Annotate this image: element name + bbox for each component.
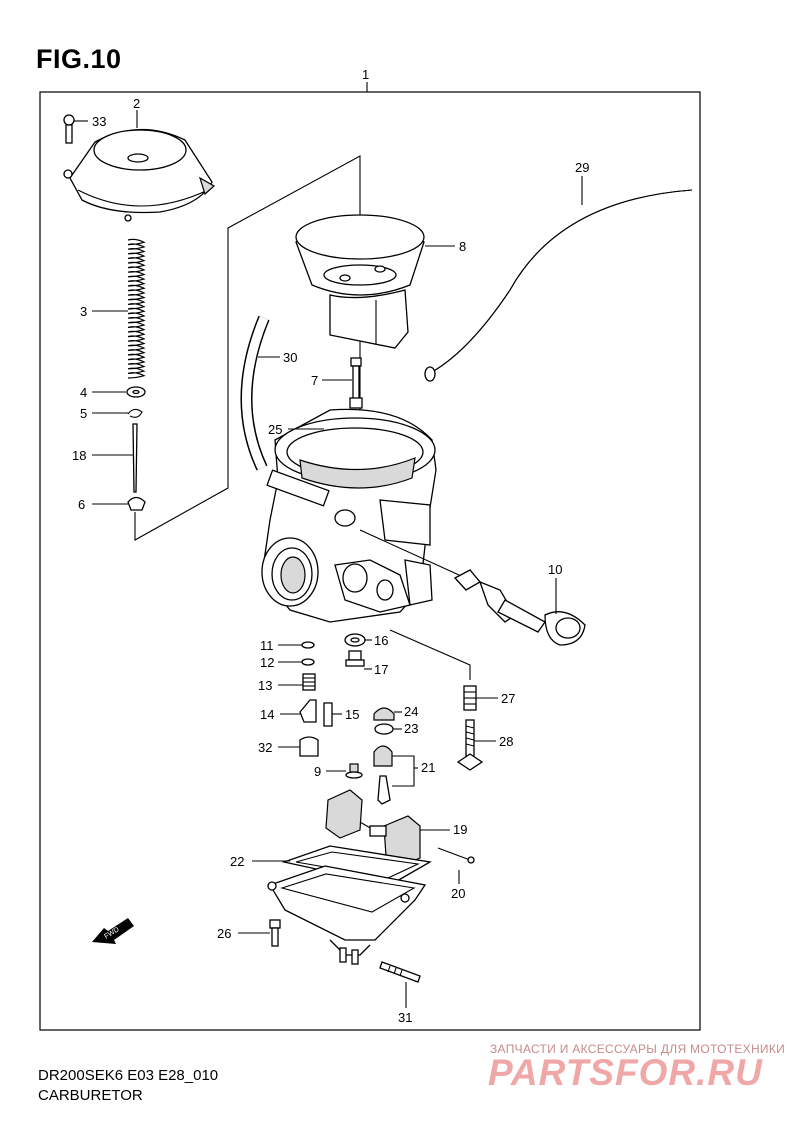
part-17-screw <box>345 650 365 667</box>
callout-2: 2 <box>133 96 140 111</box>
part-18-jet-needle <box>132 423 138 493</box>
part-19-floats <box>325 789 421 867</box>
callout-26: 26 <box>217 926 231 941</box>
callout-10: 10 <box>548 562 562 577</box>
callout-18: 18 <box>72 448 86 463</box>
callout-9: 9 <box>314 764 321 779</box>
callout-17: 17 <box>374 662 388 677</box>
callout-23: 23 <box>404 721 418 736</box>
callout-1: 1 <box>362 67 369 82</box>
part-2-top-cap <box>63 128 216 222</box>
part-21-jet <box>373 745 393 805</box>
callout-28: 28 <box>499 734 513 749</box>
part-23-ring <box>374 723 394 735</box>
watermark-logo: PARTSFOR.RU <box>488 1052 763 1093</box>
part-14-screw <box>299 699 317 723</box>
callout-21: 21 <box>421 760 435 775</box>
section-name: CARBURETOR <box>38 1087 143 1104</box>
callout-16: 16 <box>374 633 388 648</box>
part-15-screw <box>323 702 333 727</box>
callout-11: 11 <box>260 638 274 653</box>
callout-3: 3 <box>80 304 87 319</box>
callout-6: 6 <box>78 497 85 512</box>
callout-33: 33 <box>92 114 106 129</box>
spring-coils <box>127 238 146 379</box>
float-bowl <box>267 865 427 965</box>
part-20-float-pin <box>437 847 475 864</box>
assembly-frame <box>39 91 701 1031</box>
callout-14: 14 <box>260 707 274 722</box>
part-28-screw <box>456 719 484 771</box>
leader-lines <box>74 110 583 1008</box>
callout-22: 22 <box>230 854 244 869</box>
part-10-choke-cable <box>453 569 586 646</box>
part-27-spring <box>463 685 477 711</box>
callout-31: 31 <box>398 1010 412 1025</box>
part-33-screw <box>63 114 75 144</box>
callout-27: 27 <box>501 691 515 706</box>
part-7-screw <box>349 357 363 409</box>
callout-labels: 1 2 33 3 4 5 18 6 8 29 30 7 25 10 11 16 … <box>72 67 589 1025</box>
callout-29: 29 <box>575 160 589 175</box>
part-31-drain-screw <box>379 961 421 983</box>
callout-13: 13 <box>258 678 272 693</box>
part-26-screw <box>269 919 281 947</box>
part-6-holder <box>127 496 146 511</box>
part-5-clip <box>127 408 143 418</box>
part-3-spring <box>127 238 146 379</box>
callout-15: 15 <box>345 707 359 722</box>
callout-19: 19 <box>453 822 467 837</box>
model-code: DR200SEK6 E03 E28_010 <box>38 1067 219 1084</box>
part-11-ring <box>301 641 315 649</box>
callout-20: 20 <box>451 886 465 901</box>
part-12-washer <box>301 658 315 666</box>
callout-12: 12 <box>260 655 274 670</box>
callout-30: 30 <box>283 350 297 365</box>
part-9-screw <box>345 763 363 779</box>
part-24-cap <box>373 707 395 721</box>
part-8-piston-valve <box>295 214 425 349</box>
figure-title: FIG.10 <box>36 44 122 74</box>
callout-7: 7 <box>311 373 318 388</box>
callout-4: 4 <box>80 385 87 400</box>
callout-25: 25 <box>268 422 282 437</box>
part-13-spring <box>302 673 316 691</box>
carburetor-body <box>261 408 471 623</box>
watermark-tagline: ЗАПЧАСТИ И АКСЕССУАРЫ ДЛЯ МОТОТЕХНИКИ <box>490 1042 786 1056</box>
fwd-arrow-icon: FWD <box>92 918 134 944</box>
callout-32: 32 <box>258 740 272 755</box>
callout-5: 5 <box>80 406 87 421</box>
callout-8: 8 <box>459 239 466 254</box>
part-29-hose <box>424 189 693 382</box>
part-30-hose <box>240 315 270 471</box>
part-32-cap <box>299 736 319 757</box>
callout-24: 24 <box>404 704 418 719</box>
